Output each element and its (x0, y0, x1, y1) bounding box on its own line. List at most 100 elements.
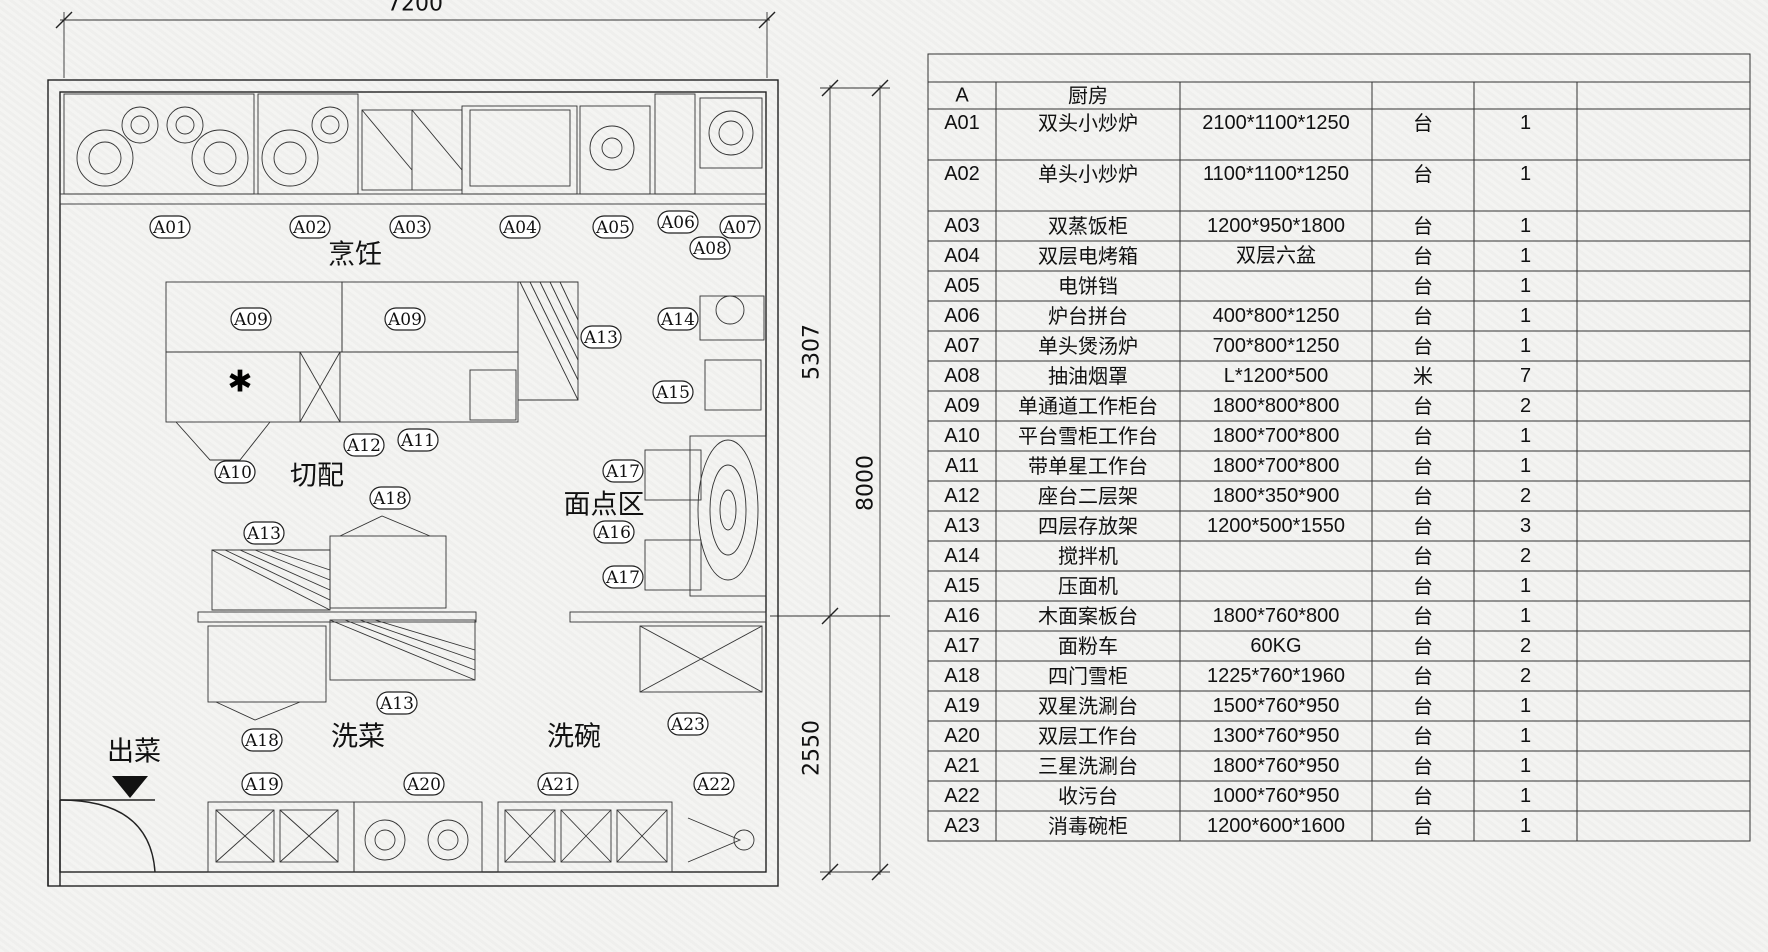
equipment-tag: A18 (241, 728, 283, 752)
equipment-tag: A13 (243, 521, 285, 545)
table-cell: 700*800*1250 (1213, 335, 1340, 357)
table-cell: 压面机 (1058, 574, 1118, 598)
wash-line (112, 776, 755, 873)
equipment-tag-label: A07 (722, 218, 757, 238)
table-cell: A06 (944, 305, 980, 327)
table-cell: 搅拌机 (1058, 544, 1118, 568)
table-cell: 400*800*1250 (1213, 305, 1340, 327)
table-cell: 台 (1413, 634, 1433, 658)
zone-pastry: 面点区 (564, 490, 645, 521)
table-cell: 2 (1520, 395, 1531, 417)
zone-vegetable-wash: 洗菜 (331, 722, 385, 753)
table-cell: 收污台 (1058, 784, 1118, 808)
table-cell: 1 (1520, 335, 1531, 357)
table-cell: 2 (1520, 665, 1531, 687)
equipment-tag: A16 (593, 520, 635, 544)
table-cell: A23 (944, 815, 980, 837)
equipment-tag: A15 (652, 380, 694, 404)
table-cell: 带单星工作台 (1028, 454, 1148, 478)
table-cell: 双蒸饭柜 (1048, 214, 1128, 238)
table-cell: 1225*760*1960 (1207, 665, 1345, 687)
equipment-tag-label: A18 (244, 731, 279, 751)
equipment-tag-label: A23 (670, 715, 705, 735)
table-cell: 1200*950*1800 (1207, 215, 1345, 237)
equipment-tag: A01 (149, 215, 191, 239)
table-cell: A17 (944, 635, 980, 657)
table-cell: A08 (944, 365, 980, 387)
table-cell: A20 (944, 725, 980, 747)
equipment-tag-label: A20 (406, 775, 441, 795)
table-cell: 1 (1520, 575, 1531, 597)
equipment-tag: A09 (230, 307, 272, 331)
equipment-tag-label: A18 (372, 489, 407, 509)
table-cell: A13 (944, 515, 980, 537)
equipment-tag: A03 (389, 215, 431, 239)
equipment-tag: A11 (397, 428, 439, 452)
table-cell: 1 (1520, 112, 1531, 134)
table-cell: 台 (1413, 604, 1433, 628)
table-cell: 米 (1413, 364, 1433, 388)
storage-racks (197, 515, 767, 721)
table-cell: 7 (1520, 365, 1531, 387)
equipment-tag-label: A08 (692, 239, 727, 259)
table-cell: 木面案板台 (1038, 604, 1138, 628)
table-cell: 台 (1413, 454, 1433, 478)
zone-cutting: 切配 (290, 461, 344, 492)
table-cell: A14 (944, 545, 980, 567)
door-swing (59, 799, 156, 873)
table-cell: 60KG (1250, 635, 1301, 657)
table-cell: 1300*760*950 (1213, 725, 1340, 747)
table-cell: 四层存放架 (1038, 514, 1138, 538)
table-cell: 厨房 (1068, 84, 1108, 108)
table-cell: 单头煲汤炉 (1038, 334, 1138, 358)
zone-labels: 烹饪 切配 面点区 出菜 洗菜 洗碗 (107, 240, 645, 768)
dim-upper: 5307 (800, 324, 825, 380)
table-cell: 台 (1413, 544, 1433, 568)
table-cell: 1 (1520, 815, 1531, 837)
table-cell: 台 (1413, 724, 1433, 748)
table-cell: 1 (1520, 275, 1531, 297)
equipment-tag-label: A04 (502, 218, 537, 238)
table-cell: 1100*1100*1250 (1203, 163, 1349, 185)
table-cell: 双层电烤箱 (1038, 244, 1138, 268)
dim-total: 8000 (854, 455, 879, 511)
table-cell: 台 (1413, 304, 1433, 328)
equipment-tag: A04 (499, 215, 541, 239)
table-cell: 座台二层架 (1038, 484, 1138, 508)
equipment-tag-label: A06 (660, 213, 695, 233)
equipment-tag: A18 (369, 486, 411, 510)
table-cell: A19 (944, 695, 980, 717)
table-cell: 单头小炒炉 (1038, 162, 1138, 186)
table-cell: 双头小炒炉 (1038, 111, 1138, 135)
equipment-tag: A02 (289, 215, 331, 239)
table-cell: A03 (944, 215, 980, 237)
svg-text:✱: ✱ (227, 365, 252, 400)
table-cell: 台 (1413, 244, 1433, 268)
table-cell: 台 (1413, 694, 1433, 718)
table-cell: 1 (1520, 245, 1531, 267)
table-cell: 台 (1413, 574, 1433, 598)
dim-lower: 2550 (800, 720, 825, 776)
table-cell: A18 (944, 665, 980, 687)
pastry-station (644, 295, 767, 597)
table-cell: 台 (1413, 784, 1433, 808)
table-cell: A11 (945, 455, 979, 477)
table-cell: A10 (944, 425, 980, 447)
equipment-tag-label: A21 (540, 775, 575, 795)
